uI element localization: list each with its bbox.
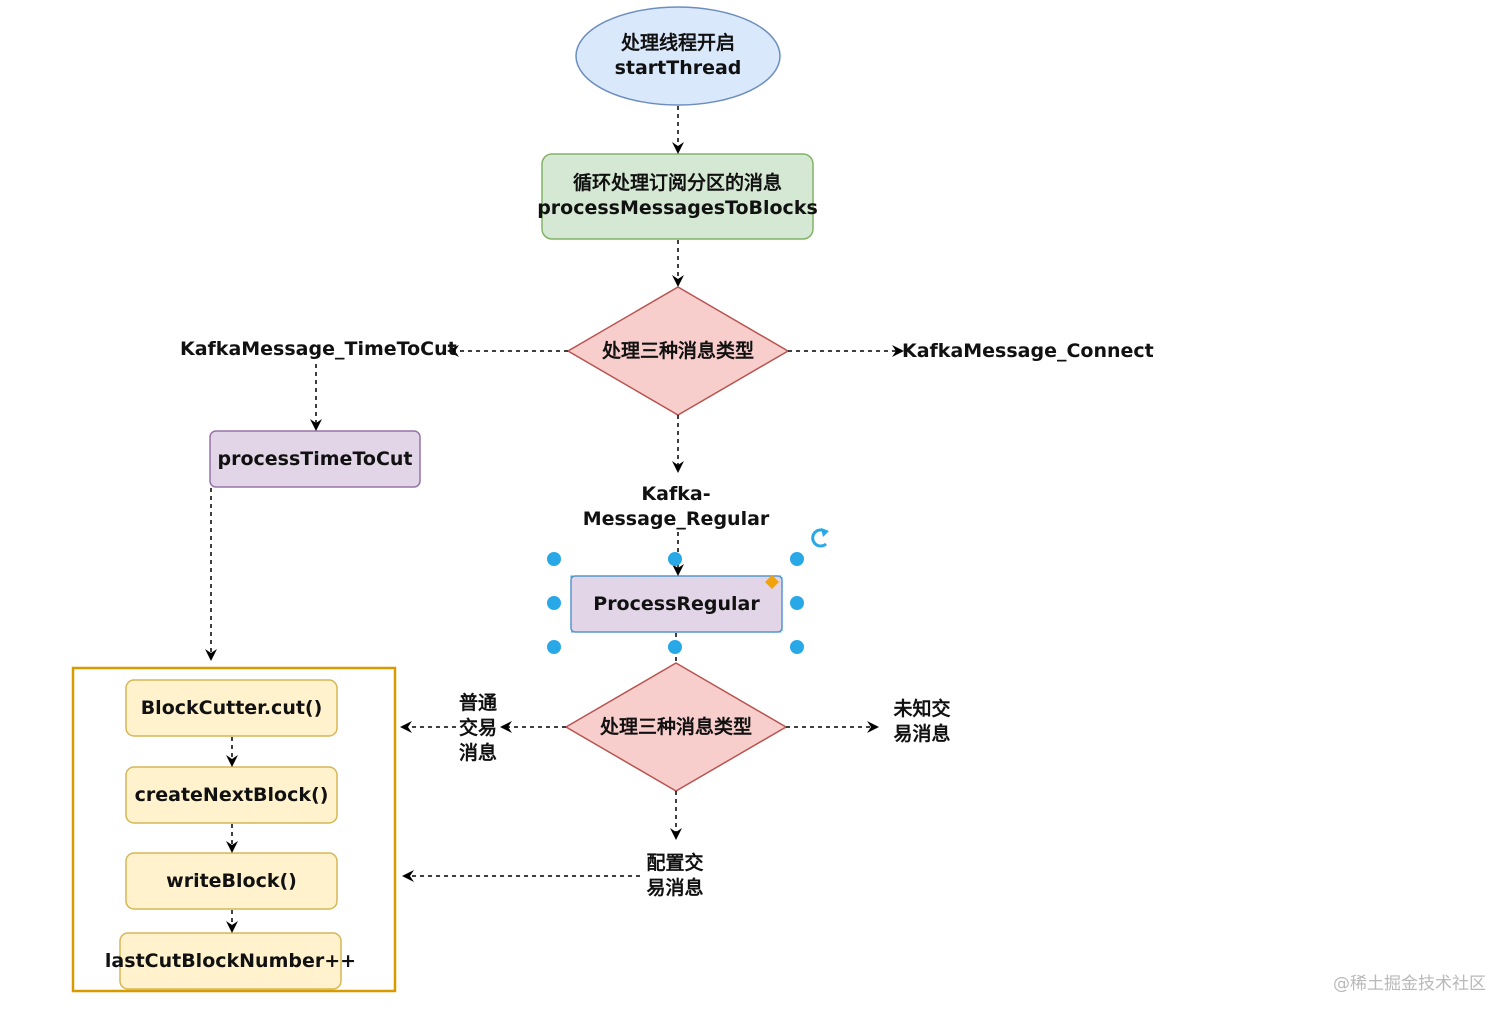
watermark: @稀土掘金技术社区 — [1333, 974, 1486, 994]
resize-handle-nw[interactable] — [547, 552, 561, 566]
last-cut-label: lastCutBlockNumber++ — [104, 949, 357, 972]
create-next-block-shape[interactable] — [125, 766, 338, 824]
start-node-line1: 处理线程开启 — [620, 32, 735, 54]
resize-handle-e[interactable] — [790, 596, 804, 610]
regular-line2: Message_Regular — [582, 508, 770, 530]
unknown-tx-line2: 易消息 — [893, 723, 951, 745]
config-tx-line2: 易消息 — [646, 877, 704, 899]
resize-handle-ne[interactable] — [790, 552, 804, 566]
resize-handle-se[interactable] — [790, 640, 804, 654]
process-messages-label: 循环处理订阅分区的消息 processMessagesToBlocks — [535, 160, 820, 232]
block-container[interactable] — [71, 666, 397, 993]
unknown-tx-line1: 未知交 — [893, 698, 951, 720]
normal-tx-line1: 普通 — [458, 691, 497, 714]
rotate-icon[interactable] — [811, 528, 829, 548]
process-messages-node-shape[interactable] — [541, 153, 814, 240]
regular-label: Kafka- Message_Regular — [576, 481, 776, 533]
config-tx-line1: 配置交 — [646, 852, 704, 874]
write-block-label: writeBlock() — [166, 869, 297, 892]
process-messages-line1: 循环处理订阅分区的消息 — [572, 172, 782, 194]
resize-handle-w[interactable] — [547, 596, 561, 610]
unknown-tx-label: 未知交 易消息 — [882, 696, 962, 748]
last-cut-shape[interactable] — [119, 932, 342, 990]
process-time-to-cut-shape[interactable] — [209, 430, 421, 488]
write-block-shape[interactable] — [125, 852, 338, 910]
start-node-shape[interactable] — [575, 6, 781, 106]
create-next-block-label: createNextBlock() — [134, 783, 329, 806]
time-to-cut-label: KafkaMessage_TimeToCut — [180, 338, 457, 360]
connect-label: KafkaMessage_Connect — [902, 340, 1154, 362]
process-regular-label: ProcessRegular — [593, 592, 760, 615]
resize-handle-s[interactable] — [668, 640, 682, 654]
selection-outline — [570, 575, 783, 633]
regular-line1: Kafka- — [641, 483, 711, 505]
edit-diamond-icon[interactable] — [765, 575, 779, 589]
start-node-label: 处理线程开启 startThread — [578, 20, 778, 92]
normal-tx-line3: 消息 — [458, 741, 497, 764]
resize-handle-n[interactable] — [668, 552, 682, 566]
decision-2-label: 处理三种消息类型 — [599, 715, 752, 738]
start-node-line2: startThread — [614, 57, 742, 79]
normal-tx-label: 普通 交易 消息 — [452, 690, 504, 766]
block-cutter-label: BlockCutter.cut() — [140, 696, 323, 719]
config-tx-label: 配置交 易消息 — [635, 850, 715, 902]
process-messages-line2: processMessagesToBlocks — [537, 197, 818, 219]
block-cutter-shape[interactable] — [125, 679, 338, 737]
process-time-to-cut-label: processTimeToCut — [217, 447, 413, 470]
resize-handle-sw[interactable] — [547, 640, 561, 654]
normal-tx-line2: 交易 — [458, 716, 497, 739]
decision-1-label: 处理三种消息类型 — [601, 339, 754, 362]
